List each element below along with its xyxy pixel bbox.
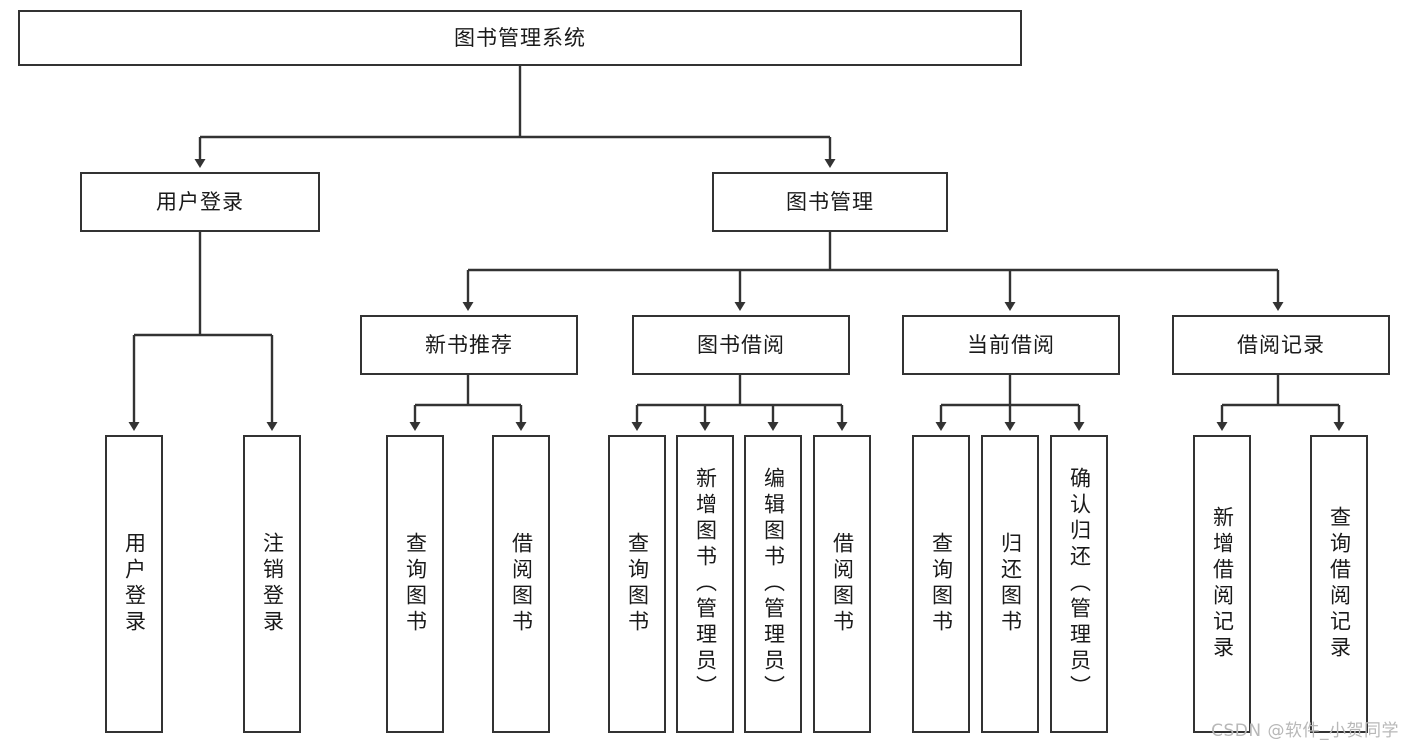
leaf-borrow-book-recommend[interactable]: 借阅图书 [492,435,550,733]
leaf-edit-book-admin[interactable]: 编辑图书（管理员） [744,435,802,733]
node-root-label: 图书管理系统 [454,25,586,50]
leaf-return-book-label: 归还图书 [998,532,1023,636]
leaf-confirm-return-admin-label: 确认归还（管理员） [1067,467,1092,701]
node-new-book-recommend[interactable]: 新书推荐 [360,315,578,375]
leaf-add-book-admin-label: 新增图书（管理员） [693,467,718,701]
node-borrow-record-label: 借阅记录 [1237,332,1325,357]
leaf-borrow-book-label: 借阅图书 [830,532,855,636]
leaf-user-login[interactable]: 用户登录 [105,435,163,733]
leaf-return-book[interactable]: 归还图书 [981,435,1039,733]
csdn-watermark: CSDN @软件_小贺同学 [1211,721,1399,741]
leaf-edit-book-admin-label: 编辑图书（管理员） [761,467,786,701]
leaf-add-book-admin[interactable]: 新增图书（管理员） [676,435,734,733]
leaf-query-book-current[interactable]: 查询图书 [912,435,970,733]
leaf-add-borrow-record-label: 新增借阅记录 [1210,506,1235,662]
leaf-user-login-label: 用户登录 [122,532,147,636]
node-book-borrow-label: 图书借阅 [697,332,785,357]
node-book-manage[interactable]: 图书管理 [712,172,948,232]
node-new-book-recommend-label: 新书推荐 [425,332,513,357]
leaf-query-book-recommend-label: 查询图书 [403,532,428,636]
leaf-logout-login-label: 注销登录 [260,532,285,636]
leaf-confirm-return-admin[interactable]: 确认归还（管理员） [1050,435,1108,733]
leaf-borrow-book[interactable]: 借阅图书 [813,435,871,733]
node-borrow-record[interactable]: 借阅记录 [1172,315,1390,375]
leaf-query-book-borrow[interactable]: 查询图书 [608,435,666,733]
leaf-add-borrow-record[interactable]: 新增借阅记录 [1193,435,1251,733]
leaf-logout-login[interactable]: 注销登录 [243,435,301,733]
node-book-manage-label: 图书管理 [786,189,874,214]
node-root[interactable]: 图书管理系统 [18,10,1022,66]
node-user-login[interactable]: 用户登录 [80,172,320,232]
node-current-borrow[interactable]: 当前借阅 [902,315,1120,375]
node-user-login-label: 用户登录 [156,189,244,214]
node-current-borrow-label: 当前借阅 [967,332,1055,357]
leaf-query-borrow-record[interactable]: 查询借阅记录 [1310,435,1368,733]
leaf-query-book-recommend[interactable]: 查询图书 [386,435,444,733]
leaf-query-book-borrow-label: 查询图书 [625,532,650,636]
leaf-borrow-book-recommend-label: 借阅图书 [509,532,534,636]
leaf-query-borrow-record-label: 查询借阅记录 [1327,506,1352,662]
leaf-query-book-current-label: 查询图书 [929,532,954,636]
node-book-borrow[interactable]: 图书借阅 [632,315,850,375]
